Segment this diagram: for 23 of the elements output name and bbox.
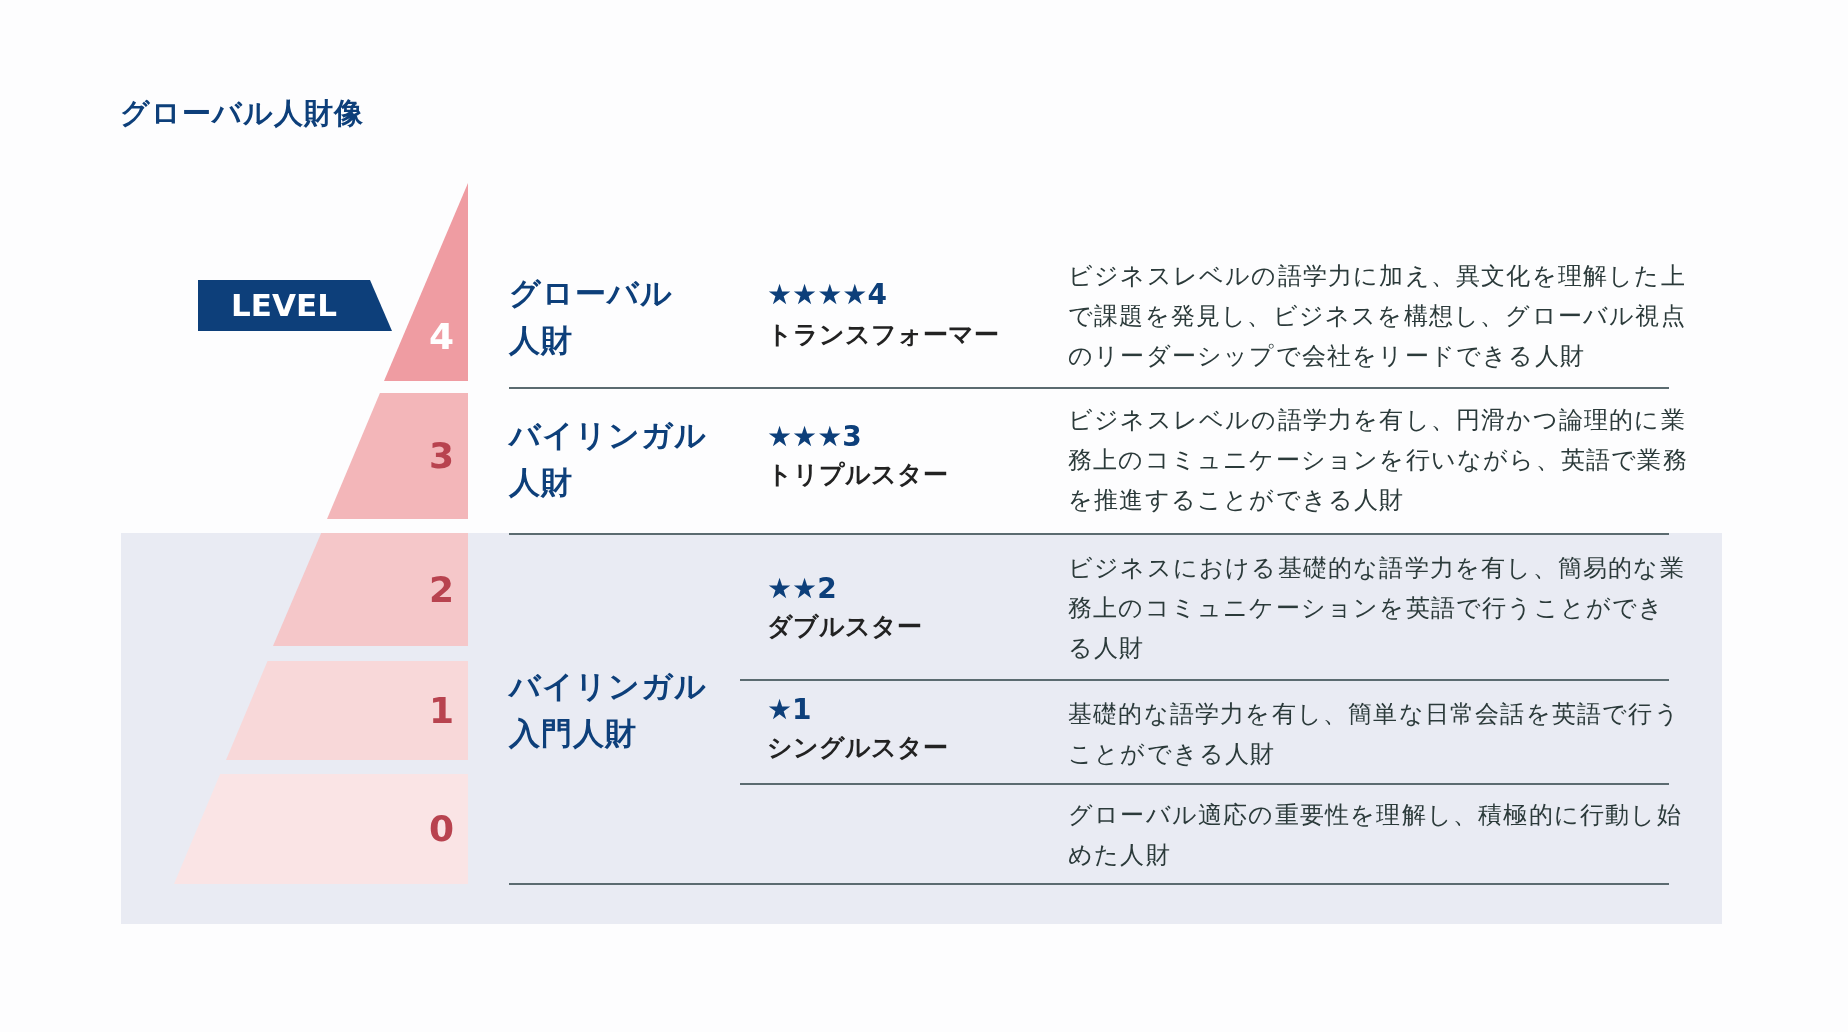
level-name: シングルスター [767,732,948,764]
description-text: グローバル適応の重要性を理解し、積極的に行動し始めた人財 [1068,800,1683,871]
star-rating: ★★★3 [767,420,862,454]
description-text: ビジネスレベルの語学力を有し、円滑かつ論理的に業務上のコミュニケーションを行いながら、英語で業務を推進することができる人財 [1068,405,1688,516]
description-text: ビジネスレベルの語学力に加え、異文化を理解した上で課題を発見し、ビジネスを構想し、グローバル視点のリーダーシップで会社をリードできる人財 [1068,261,1687,372]
level-name: ダブルスター [767,611,922,643]
level-banner: LEVEL [198,280,392,331]
title-text: グローバル人財像 [120,95,364,132]
description-text: 基礎的な語学力を有し、簡単な日常会話を英語で行うことができる人財 [1068,699,1681,770]
star-rating: ★★★★4 [767,278,887,312]
level-name: トリプルスター [767,459,948,491]
pyramid-tier: 4 [384,183,468,381]
description-text: ビジネスにおける基礎的な語学力を有し、簡易的な業務上のコミュニケーションを英語で行うことができる人財 [1068,553,1686,664]
pyramid-tier: 3 [327,393,468,519]
star-rating: ★★2 [767,572,837,606]
level-name: トランスフォーマー [767,319,999,351]
star-rating: ★1 [767,693,812,727]
pyramid-tier: 1 [226,661,468,760]
category-label: バイリンガル人財 [509,416,708,502]
category-label: グローバル人財 [509,274,674,360]
category-label: バイリンガル入門人財 [509,667,708,753]
pyramid-tier: 0 [174,774,468,884]
pyramid-tier: 2 [273,533,468,646]
